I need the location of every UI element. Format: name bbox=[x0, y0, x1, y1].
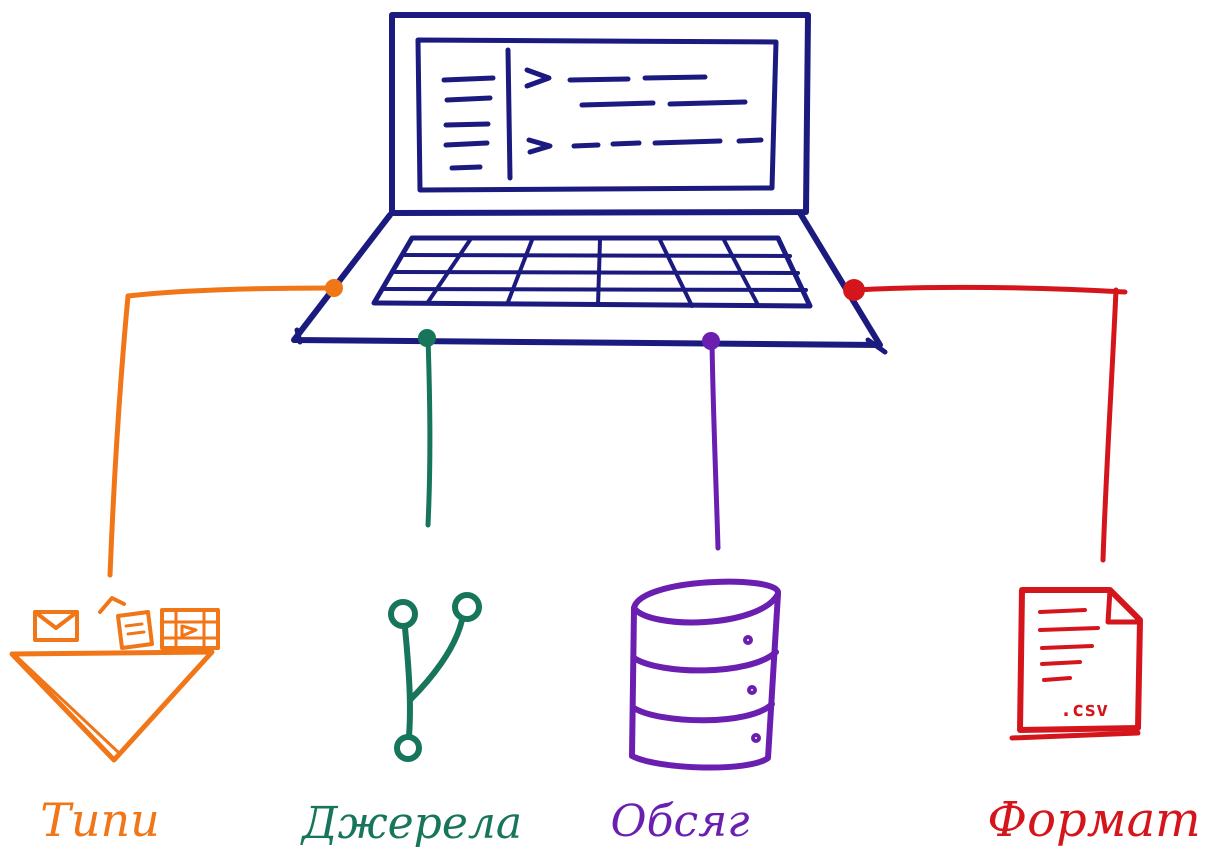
connector-dot-volume bbox=[702, 332, 720, 350]
file-extension-text: .csv bbox=[1060, 697, 1108, 721]
connector-volume bbox=[709, 338, 721, 551]
connector-types bbox=[107, 285, 335, 578]
csv-file-icon bbox=[1009, 587, 1143, 741]
git-branch-icon bbox=[388, 592, 482, 762]
connector-format bbox=[853, 284, 1128, 563]
node-label-volume: Обсяг bbox=[611, 796, 750, 847]
node-label-format: Формат bbox=[987, 792, 1200, 848]
connector-dot-sources bbox=[418, 329, 436, 347]
connector-dot-types bbox=[325, 279, 343, 297]
funnel-icon bbox=[9, 596, 220, 763]
database-icon bbox=[629, 578, 781, 771]
node-label-types: Типи bbox=[40, 793, 160, 847]
laptop-icon bbox=[291, 12, 888, 355]
node-label-sources: Джерела bbox=[300, 798, 522, 849]
connector-sources bbox=[425, 335, 433, 528]
connector-dot-format bbox=[843, 279, 865, 301]
